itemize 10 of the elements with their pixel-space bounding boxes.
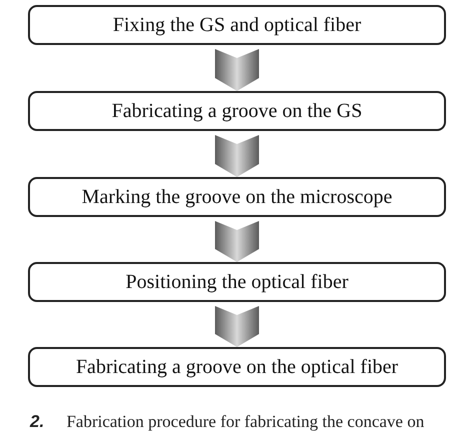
chevron-arrow xyxy=(215,49,259,91)
process-box: Marking the groove on the microscope xyxy=(28,177,446,217)
chevron-arrow xyxy=(215,135,259,177)
figure-caption: 2. Fabrication procedure for fabricating the concave on xyxy=(30,412,424,432)
process-box: Fabricating a groove on the GS xyxy=(28,91,446,131)
chevron-arrow xyxy=(215,221,259,262)
chevron-arrow xyxy=(215,306,259,347)
process-box: Positioning the optical fiber xyxy=(28,262,446,302)
process-box: Fabricating a groove on the optical fiber xyxy=(28,347,446,387)
process-box: Fixing the GS and optical fiber xyxy=(28,5,446,45)
